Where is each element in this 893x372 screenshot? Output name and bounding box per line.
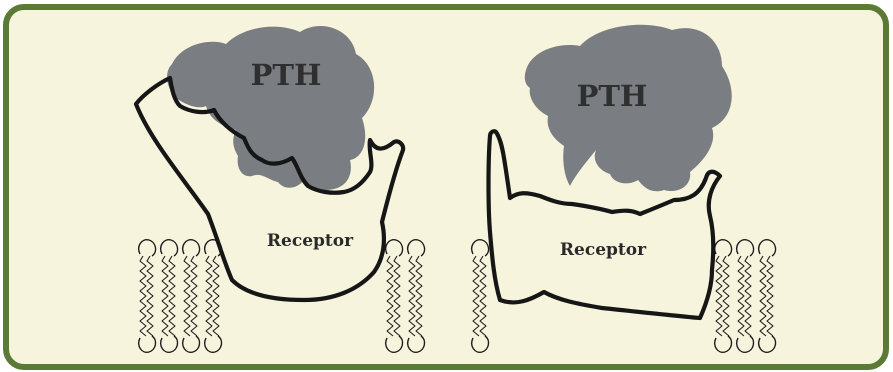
pth-label-left: PTH xyxy=(251,58,322,92)
receptor-label-left: Receptor xyxy=(267,231,354,251)
frame-border xyxy=(6,7,886,367)
receptor-label-right: Receptor xyxy=(560,240,647,260)
pth-label-right: PTH xyxy=(577,79,648,113)
